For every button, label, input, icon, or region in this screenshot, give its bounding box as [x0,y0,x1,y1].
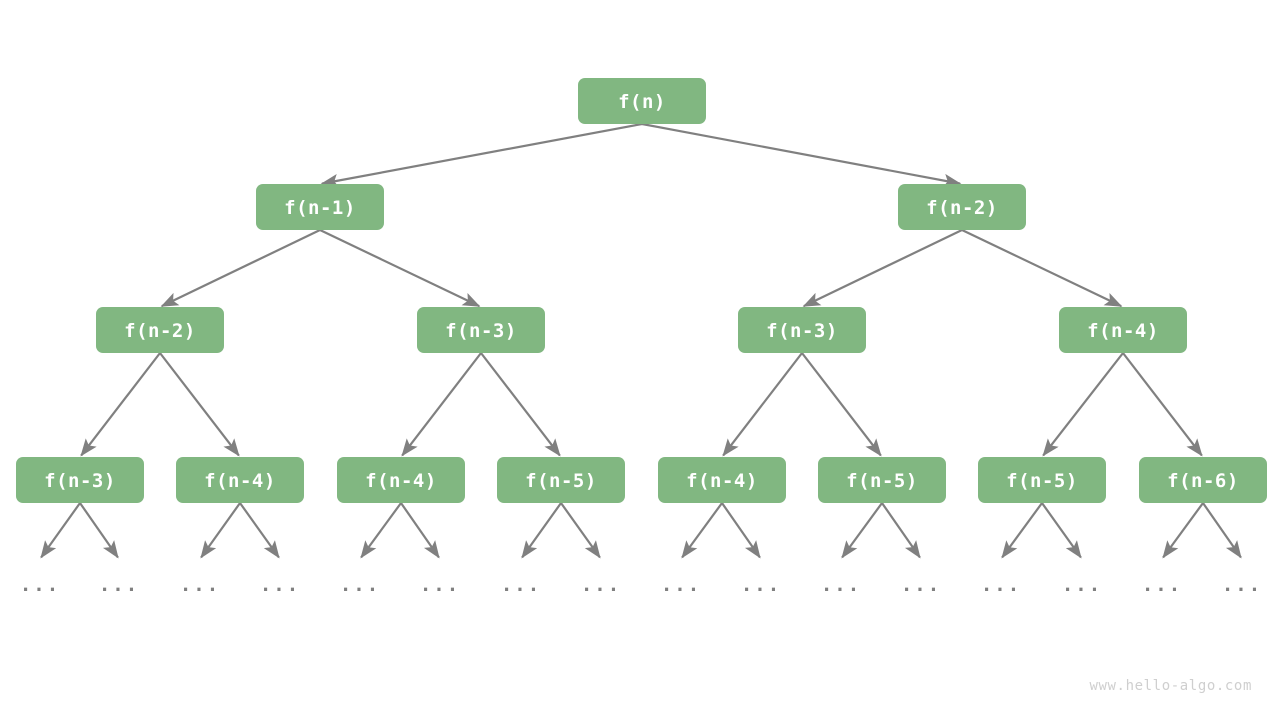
tree-edge [159,352,240,457]
tree-node: f(n-2) [96,307,224,353]
tree-edge [320,122,643,188]
tree-edge [722,352,803,457]
tree-edge [200,502,241,559]
node-label: f(n-3) [766,320,838,342]
tree-node: f(n-4) [337,457,465,503]
ellipsis-marker: ... [1142,574,1182,596]
node-box [96,307,224,353]
node-label: f(n) [618,91,666,113]
tree-edge [400,502,440,559]
node-box [818,457,946,503]
ellipsis-marker: ... [1222,574,1262,596]
node-box [1139,457,1267,503]
ellipsis-marker: ... [260,574,300,596]
tree-edge [721,502,761,559]
tree-edge [319,229,481,308]
tree-node: f(n-5) [978,457,1106,503]
tree-edge [80,352,161,457]
ellipsis-marker: ... [99,574,139,596]
tree-edge [1001,502,1043,559]
ellipsis-marker: ... [1062,574,1102,596]
tree-edge [841,502,883,559]
tree-edge [79,502,119,559]
tree-edge [160,229,321,308]
tree-edge [881,502,921,559]
tree-edge [961,229,1123,308]
node-box [417,307,545,353]
tree-node: f(n-2) [898,184,1026,230]
node-label: f(n-5) [846,470,918,492]
node-label: f(n-3) [445,320,517,342]
node-box [978,457,1106,503]
node-label: f(n-4) [365,470,437,492]
ellipsis-marker: ... [180,574,220,596]
node-box [578,78,706,124]
ellipsis-marker: ... [420,574,460,596]
node-label: f(n-2) [926,197,998,219]
tree-node: f(n-4) [1059,307,1187,353]
ellipsis-marker: ... [901,574,941,596]
ellipsis-marker: ... [581,574,621,596]
ellipsis-marker: ... [741,574,781,596]
edges-layer [80,122,1203,457]
tree-edge [401,352,482,457]
tree-edge [681,502,723,559]
tree-edge [641,122,962,188]
tree-edge [1122,352,1203,457]
tree-edge [801,352,882,457]
node-label: f(n-4) [686,470,758,492]
tree-edge [239,502,280,559]
tree-node: f(n-4) [658,457,786,503]
node-box [337,457,465,503]
node-box [898,184,1026,230]
node-box [497,457,625,503]
node-box [738,307,866,353]
node-label: f(n-2) [124,320,196,342]
node-label: f(n-4) [204,470,276,492]
node-box [256,184,384,230]
tree-node: f(n-4) [176,457,304,503]
ellipsis-marker: ... [981,574,1021,596]
tree-edge [1162,502,1204,559]
ellipsis-marker: ... [661,574,701,596]
node-label: f(n-5) [1006,470,1078,492]
node-label: f(n-1) [284,197,356,219]
tree-edge [40,502,81,559]
ellipsis-marker: ... [501,574,541,596]
ellipsis-marker: ... [821,574,861,596]
tree-node: f(n-3) [16,457,144,503]
leaf-edges-layer [40,502,1242,559]
tree-node: f(n-5) [497,457,625,503]
tree-node: f(n-6) [1139,457,1267,503]
node-label: f(n-3) [44,470,116,492]
ellipsis-marker: ... [340,574,380,596]
node-box [176,457,304,503]
tree-edge [360,502,402,559]
tree-edge [1041,502,1082,559]
node-box [16,457,144,503]
tree-edge [1042,352,1124,457]
tree-node: f(n-3) [738,307,866,353]
watermark: www.hello-algo.com [1089,678,1252,694]
node-label: f(n-5) [525,470,597,492]
tree-node: f(n) [578,78,706,124]
tree-node: f(n-3) [417,307,545,353]
node-box [1059,307,1187,353]
ellipsis-marker: ... [20,574,60,596]
node-box [658,457,786,503]
tree-edge [560,502,601,559]
tree-edge [521,502,562,559]
node-label: f(n-4) [1087,320,1159,342]
nodes-layer: f(n) f(n-1) f(n-2) f(n-2) f(n-3) f(n-3) f(n-4)… [16,78,1267,503]
ellipses-layer: ........................................… [20,574,1262,596]
tree-node: f(n-5) [818,457,946,503]
tree-edge [480,352,561,457]
node-label: f(n-6) [1167,470,1239,492]
tree-node: f(n-1) [256,184,384,230]
tree-edge [802,229,963,308]
tree-edge [1202,502,1242,559]
